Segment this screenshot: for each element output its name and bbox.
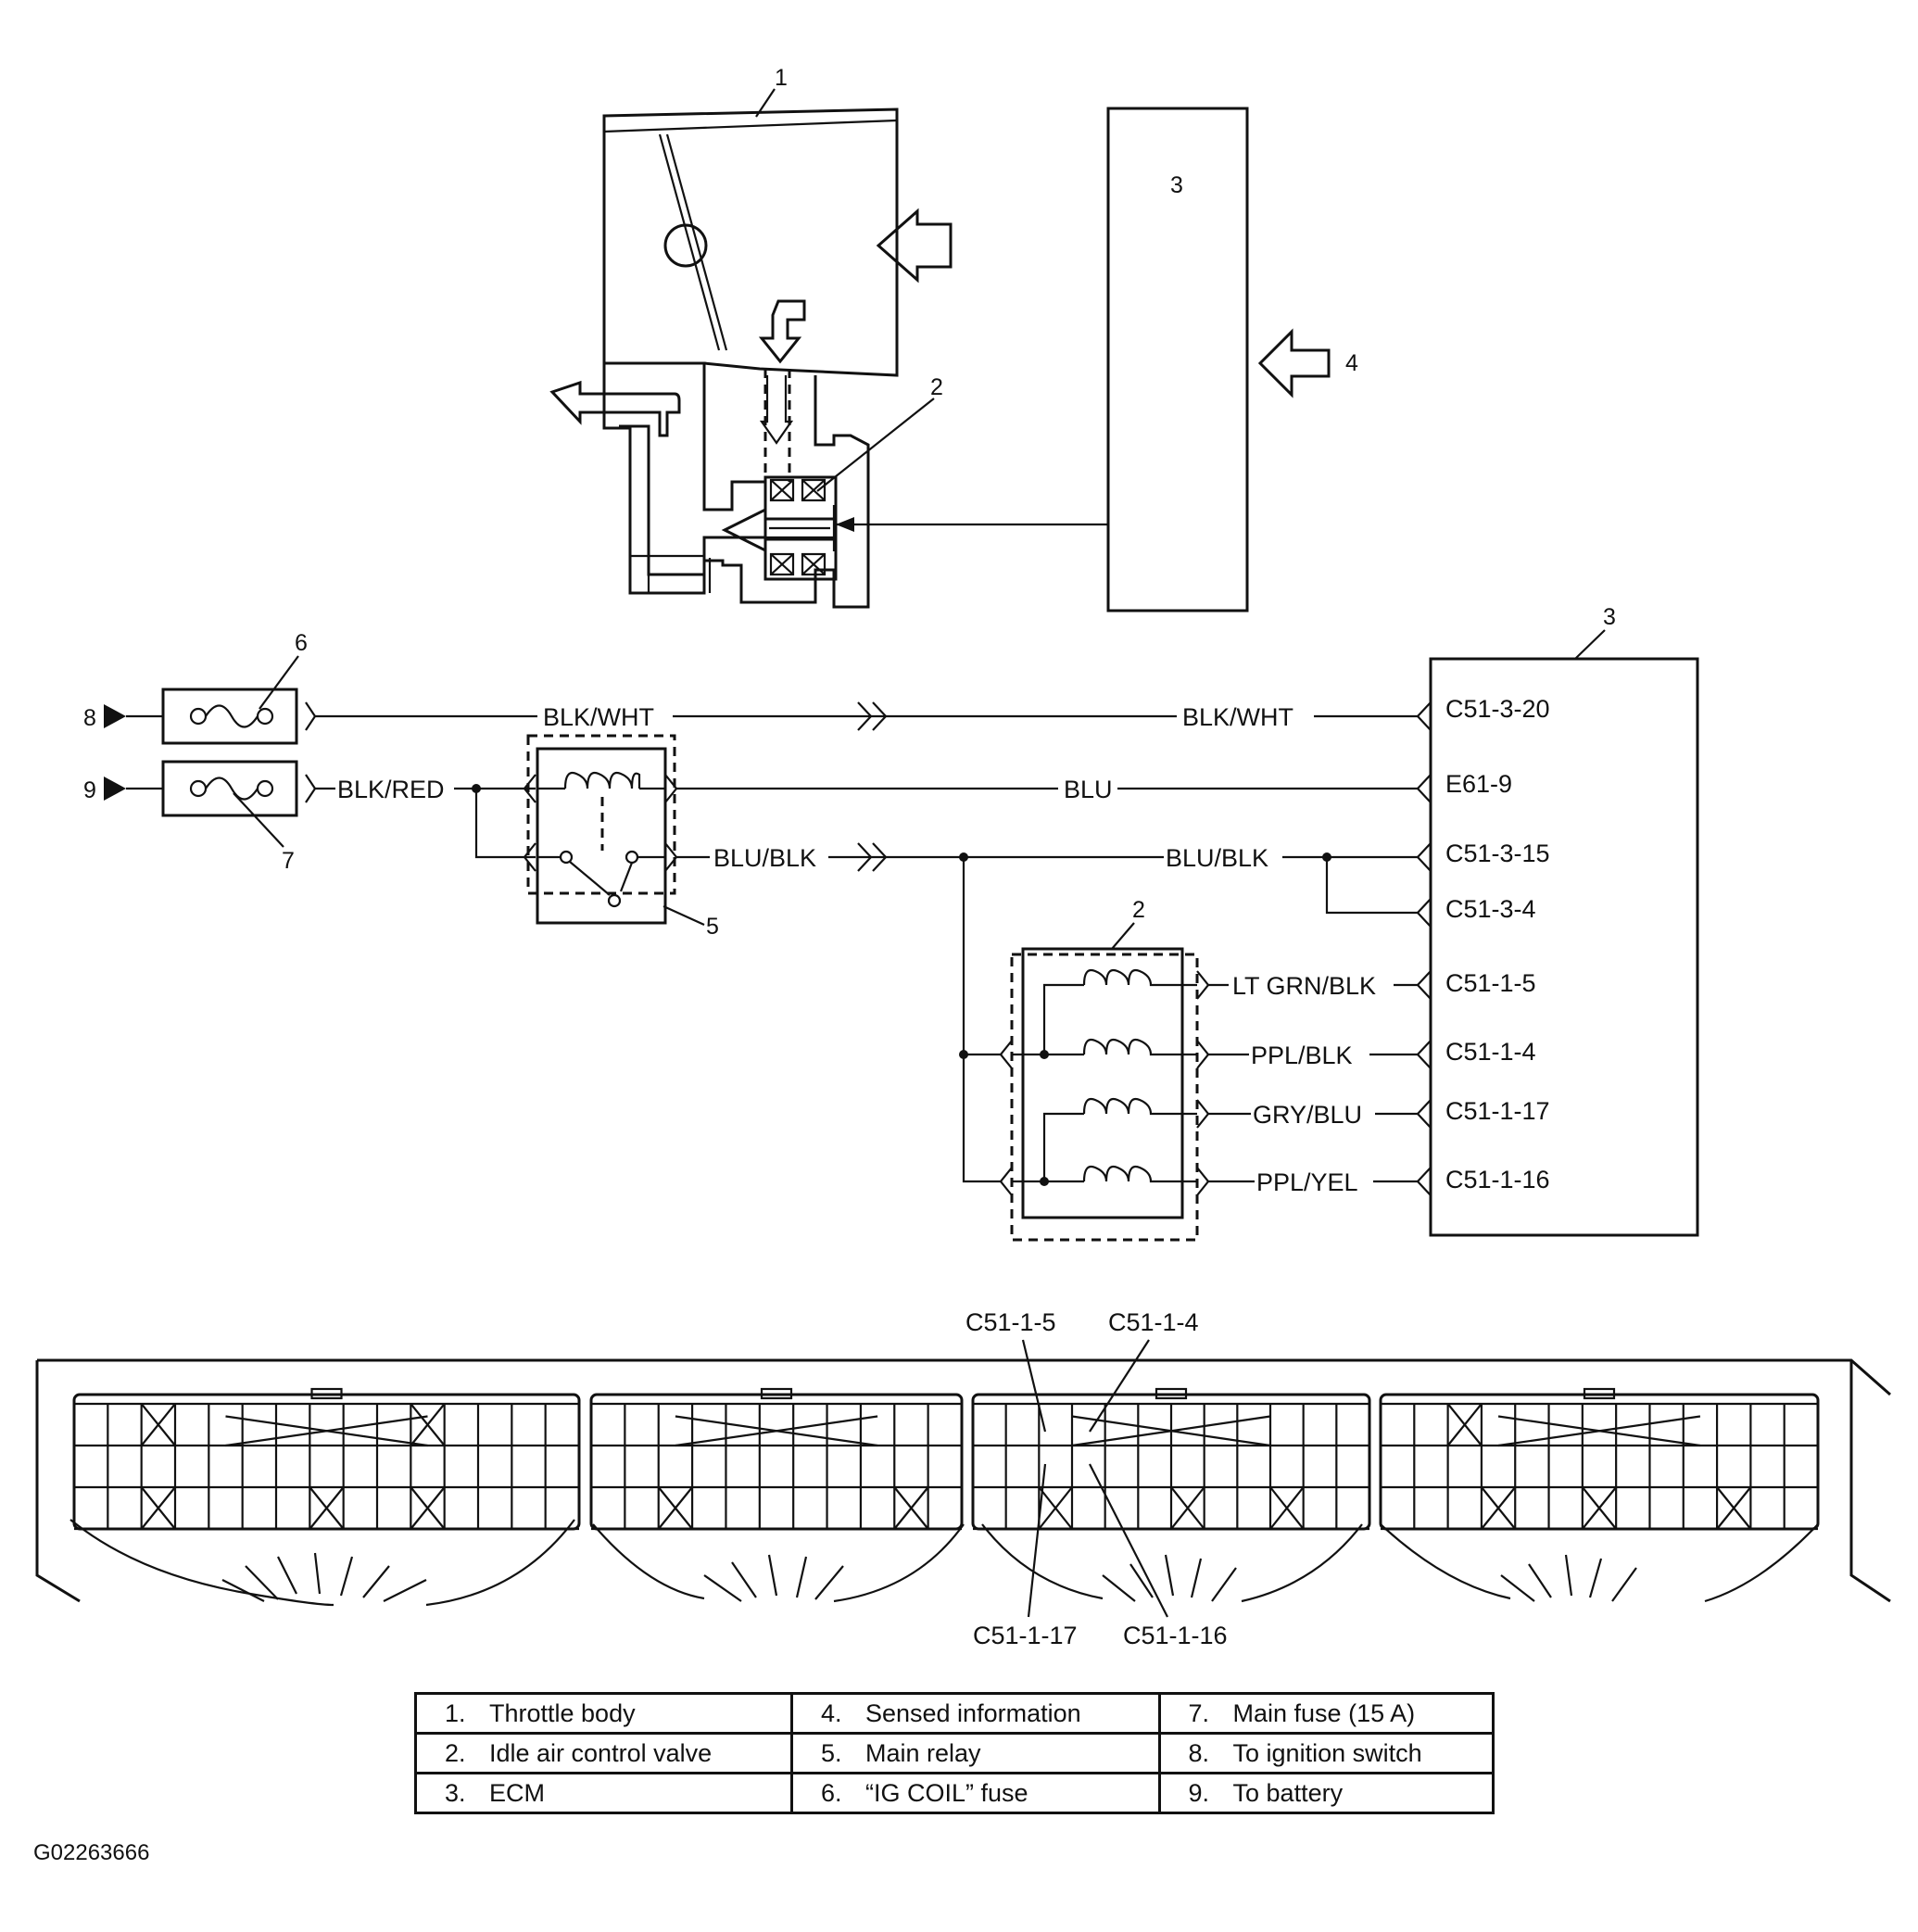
callout-to-ignition: 8 — [83, 705, 96, 731]
wire-label-blu: BLU — [1064, 776, 1113, 803]
ecm-block-schematic — [1416, 657, 1699, 1237]
callout-throttle-body: 1 — [775, 65, 788, 91]
figure-id: G02263666 — [33, 1840, 150, 1865]
connector-label-c51-1-5: C51-1-5 — [965, 1308, 1056, 1336]
legend-table: 1.Throttle body 4.Sensed information 7.M… — [414, 1692, 1495, 1814]
throttle-body-drawing — [549, 88, 1331, 612]
legend-cell: 4.Sensed information — [789, 1692, 1161, 1735]
wire-label-blu-blk-right: BLU/BLK — [1166, 844, 1268, 872]
wire-label-ppl-blk: PPL/BLK — [1251, 1042, 1353, 1069]
wire-label-blk-red: BLK/RED — [337, 776, 445, 803]
wire-label-ppl-yel: PPL/YEL — [1256, 1168, 1358, 1196]
legend-row: 3.ECM 6.“IG COIL” fuse 9.To battery — [414, 1772, 1495, 1814]
ecm-connector-view — [35, 1358, 1891, 1607]
legend-cell: 5.Main relay — [789, 1732, 1161, 1774]
callout-iac-valve-top: 2 — [930, 374, 943, 400]
iac-valve-symbol — [999, 947, 1210, 1242]
wire-label-blu-blk-left: BLU/BLK — [713, 844, 816, 872]
connector-block-group — [72, 1387, 1820, 1531]
ecm-pin-label: C51-3-4 — [1445, 895, 1536, 923]
wire-label-lt-grn-blk: LT GRN/BLK — [1232, 972, 1376, 1000]
main-relay-symbol — [523, 734, 678, 925]
legend-cell: 2.Idle air control valve — [414, 1732, 793, 1774]
callout-to-battery: 9 — [83, 777, 96, 803]
ecm-pin-label: C51-1-17 — [1445, 1097, 1550, 1125]
legend-cell: 8.To ignition switch — [1157, 1732, 1495, 1774]
main-fuse-symbol — [126, 760, 298, 817]
ecm-pin-label: C51-1-4 — [1445, 1038, 1536, 1066]
ignition-arrow-icon — [104, 704, 126, 728]
connector-block — [589, 1387, 964, 1531]
callout-ecm-top: 3 — [1170, 172, 1183, 198]
callout-main-fuse: 7 — [282, 848, 295, 874]
iac-valve-drawing — [763, 475, 838, 581]
legend-cell: 6.“IG COIL” fuse — [789, 1772, 1161, 1814]
ecm-pin-label: C51-1-5 — [1445, 969, 1536, 997]
wire-label-blk-wht-right: BLK/WHT — [1182, 703, 1293, 731]
callout-ecm-schematic: 3 — [1603, 604, 1616, 630]
ig-coil-fuse-symbol — [126, 688, 298, 745]
connector-block — [971, 1387, 1371, 1531]
callout-sensed-info: 4 — [1345, 350, 1358, 376]
ecm-block-top — [1106, 107, 1249, 612]
connector-label-c51-1-4: C51-1-4 — [1108, 1308, 1199, 1336]
callout-iac-valve-schematic: 2 — [1132, 897, 1145, 923]
legend-row: 1.Throttle body 4.Sensed information 7.M… — [414, 1692, 1495, 1735]
legend-cell: 1.Throttle body — [414, 1692, 793, 1735]
connector-block — [72, 1387, 581, 1531]
battery-arrow-icon — [104, 777, 126, 801]
connector-label-c51-1-16: C51-1-16 — [1123, 1622, 1228, 1649]
connector-label-c51-1-17: C51-1-17 — [973, 1622, 1078, 1649]
ecm-pin-label: C51-3-20 — [1445, 695, 1550, 723]
legend-cell: 3.ECM — [414, 1772, 793, 1814]
legend-row: 2.Idle air control valve 5.Main relay 8.… — [414, 1732, 1495, 1774]
wire-label-gry-blu: GRY/BLU — [1253, 1101, 1362, 1129]
legend-cell: 7.Main fuse (15 A) — [1157, 1692, 1495, 1735]
wire-label-blk-wht-left: BLK/WHT — [543, 703, 654, 731]
callout-ig-coil-fuse: 6 — [295, 630, 308, 656]
ecm-pin-label: C51-1-16 — [1445, 1166, 1550, 1193]
ecm-pin-label: C51-3-15 — [1445, 840, 1550, 867]
legend-cell: 9.To battery — [1157, 1772, 1495, 1814]
connector-block — [1379, 1387, 1820, 1531]
callout-main-relay: 5 — [706, 914, 719, 940]
ecm-pin-label: E61-9 — [1445, 770, 1512, 798]
